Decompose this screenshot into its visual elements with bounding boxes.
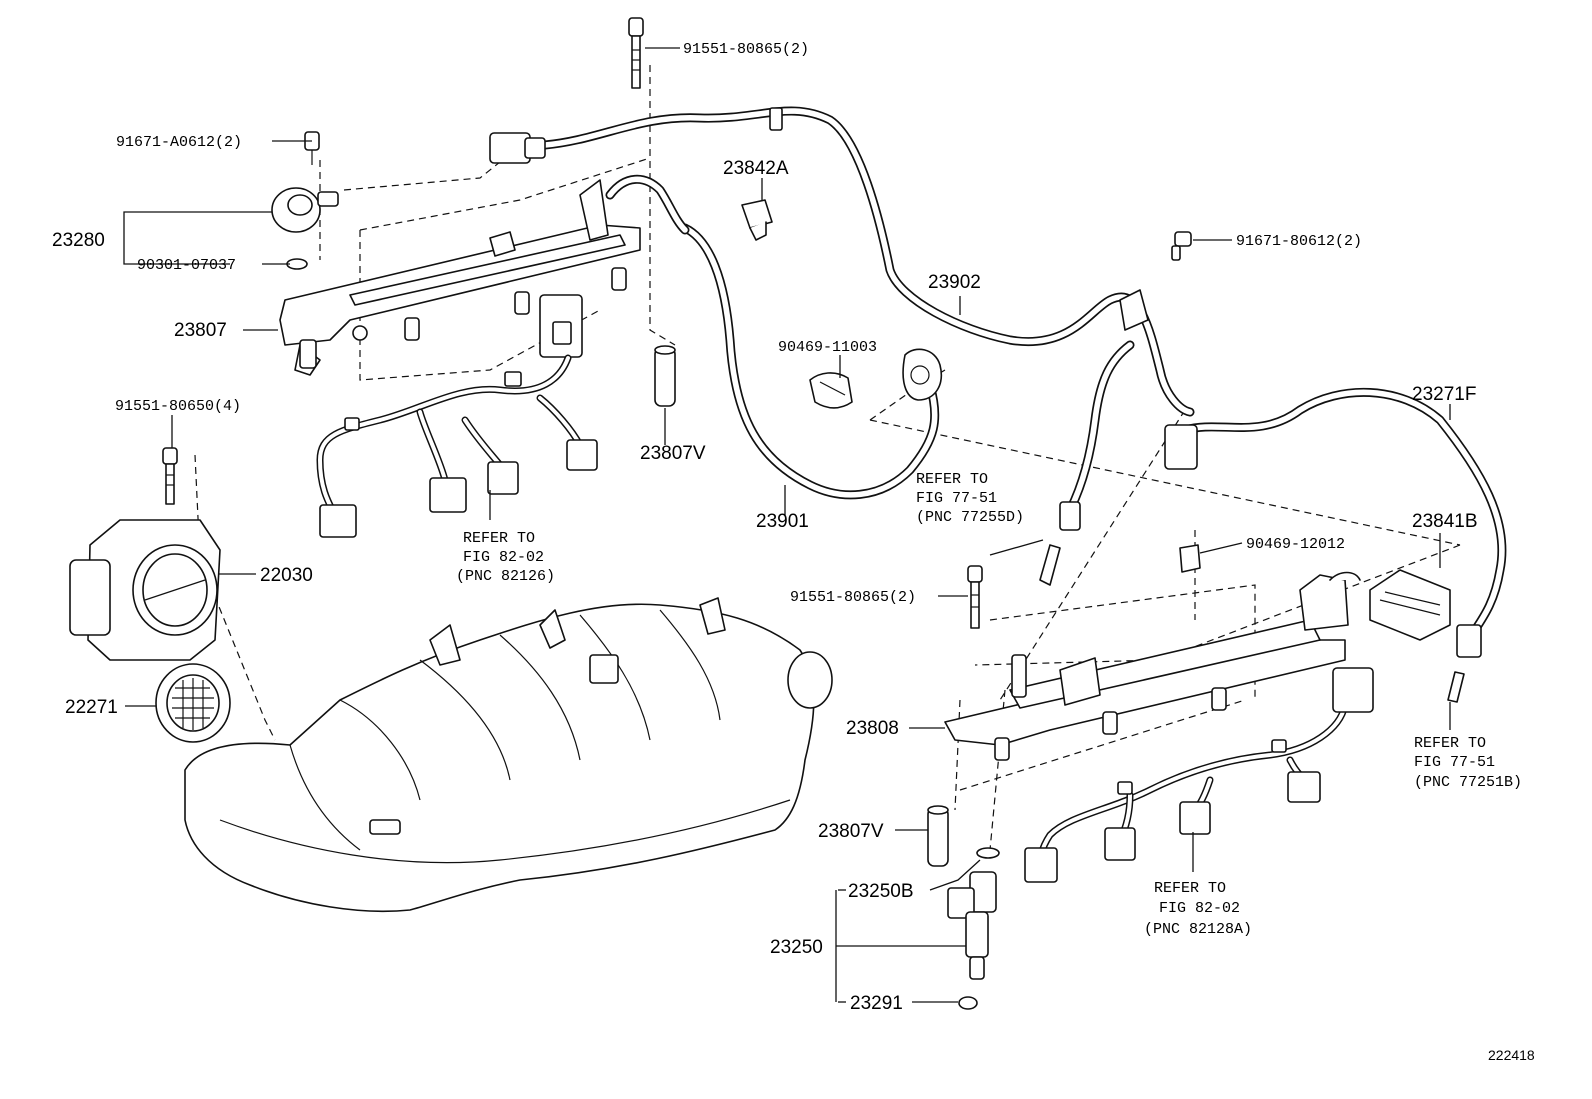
ref-82126-line3[interactable]: (PNC 82126) (456, 568, 555, 585)
label-23807v-top[interactable]: 23807V (640, 443, 706, 464)
clip-90469-11003 (809, 372, 853, 409)
insulator-top (654, 345, 676, 407)
label-90469-11003[interactable]: 90469-11003 (778, 339, 877, 356)
ref-77251b-line2[interactable]: FIG 77-51 (1414, 754, 1495, 771)
gasket-22271 (155, 663, 231, 743)
leader-lines (123, 47, 1451, 1003)
label-23901[interactable]: 23901 (756, 511, 809, 532)
wire-harness-right (1024, 667, 1374, 883)
ref-82128a-line3[interactable]: (PNC 82128A) (1144, 921, 1252, 938)
label-91551-80650[interactable]: 91551-80650(4) (115, 398, 241, 415)
label-90301-07037[interactable]: 90301-07037 (137, 257, 236, 274)
refer-pipes (1039, 544, 1465, 703)
bolt-mid (967, 565, 983, 629)
ref-77255d-line1[interactable]: REFER TO (916, 471, 988, 488)
wire-harness-left (316, 354, 598, 538)
label-23841b[interactable]: 23841B (1412, 511, 1478, 532)
label-23250b[interactable]: 23250B (848, 881, 914, 902)
fuel-injector (947, 847, 1000, 1010)
label-22030[interactable]: 22030 (260, 565, 313, 586)
throttle-body (69, 519, 221, 661)
clip-23842a (741, 199, 773, 241)
ref-82126-line1[interactable]: REFER TO (463, 530, 535, 547)
ref-77251b-line1[interactable]: REFER TO (1414, 735, 1486, 752)
label-23808[interactable]: 23808 (846, 718, 899, 739)
clip-90469-12012 (1179, 544, 1201, 573)
fuel-rail-right (944, 571, 1361, 761)
pulsation-damper (271, 131, 339, 270)
ref-77255d-line2[interactable]: FIG 77-51 (916, 490, 997, 507)
label-23807v-bottom[interactable]: 23807V (818, 821, 884, 842)
connector-23841b (1369, 569, 1451, 641)
bolt-91551-80650 (162, 447, 178, 505)
label-23291[interactable]: 23291 (850, 993, 903, 1014)
label-91671-80612[interactable]: 91671-80612(2) (1236, 233, 1362, 250)
label-23271f[interactable]: 23271F (1412, 384, 1476, 405)
fuel-hose-right (1059, 289, 1507, 658)
label-23280[interactable]: 23280 (52, 230, 105, 251)
insulator-bottom (927, 805, 949, 867)
part-labels: 91551-80865(2) 91671-A0612(2) 23842A 232… (52, 41, 1535, 1063)
ref-77251b-line3[interactable]: (PNC 77251B) (1414, 774, 1522, 791)
label-23250[interactable]: 23250 (770, 937, 823, 958)
intake-manifold (184, 597, 833, 913)
ref-82126-line2[interactable]: FIG 82-02 (463, 549, 544, 566)
ref-82128a-line1[interactable]: REFER TO (1154, 880, 1226, 897)
label-91551-80865-top[interactable]: 91551-80865(2) (683, 41, 809, 58)
label-23902[interactable]: 23902 (928, 272, 981, 293)
label-91551-80865-mid[interactable]: 91551-80865(2) (790, 589, 916, 606)
bolt-top (628, 17, 644, 89)
label-90469-12012[interactable]: 90469-12012 (1246, 536, 1345, 553)
fuel-rail-left (279, 179, 641, 376)
label-23842a[interactable]: 23842A (723, 158, 789, 179)
label-23807[interactable]: 23807 (174, 320, 227, 341)
label-91671-a0612[interactable]: 91671-A0612(2) (116, 134, 242, 151)
diagram-id: 222418 (1488, 1047, 1535, 1063)
ref-77255d-line3[interactable]: (PNC 77255D) (916, 509, 1024, 526)
fuel-hose-23901 (605, 174, 942, 500)
ref-82128a-line2[interactable]: FIG 82-02 (1159, 900, 1240, 917)
bolt-91671-80612 (1171, 231, 1192, 261)
label-22271[interactable]: 22271 (65, 697, 118, 718)
